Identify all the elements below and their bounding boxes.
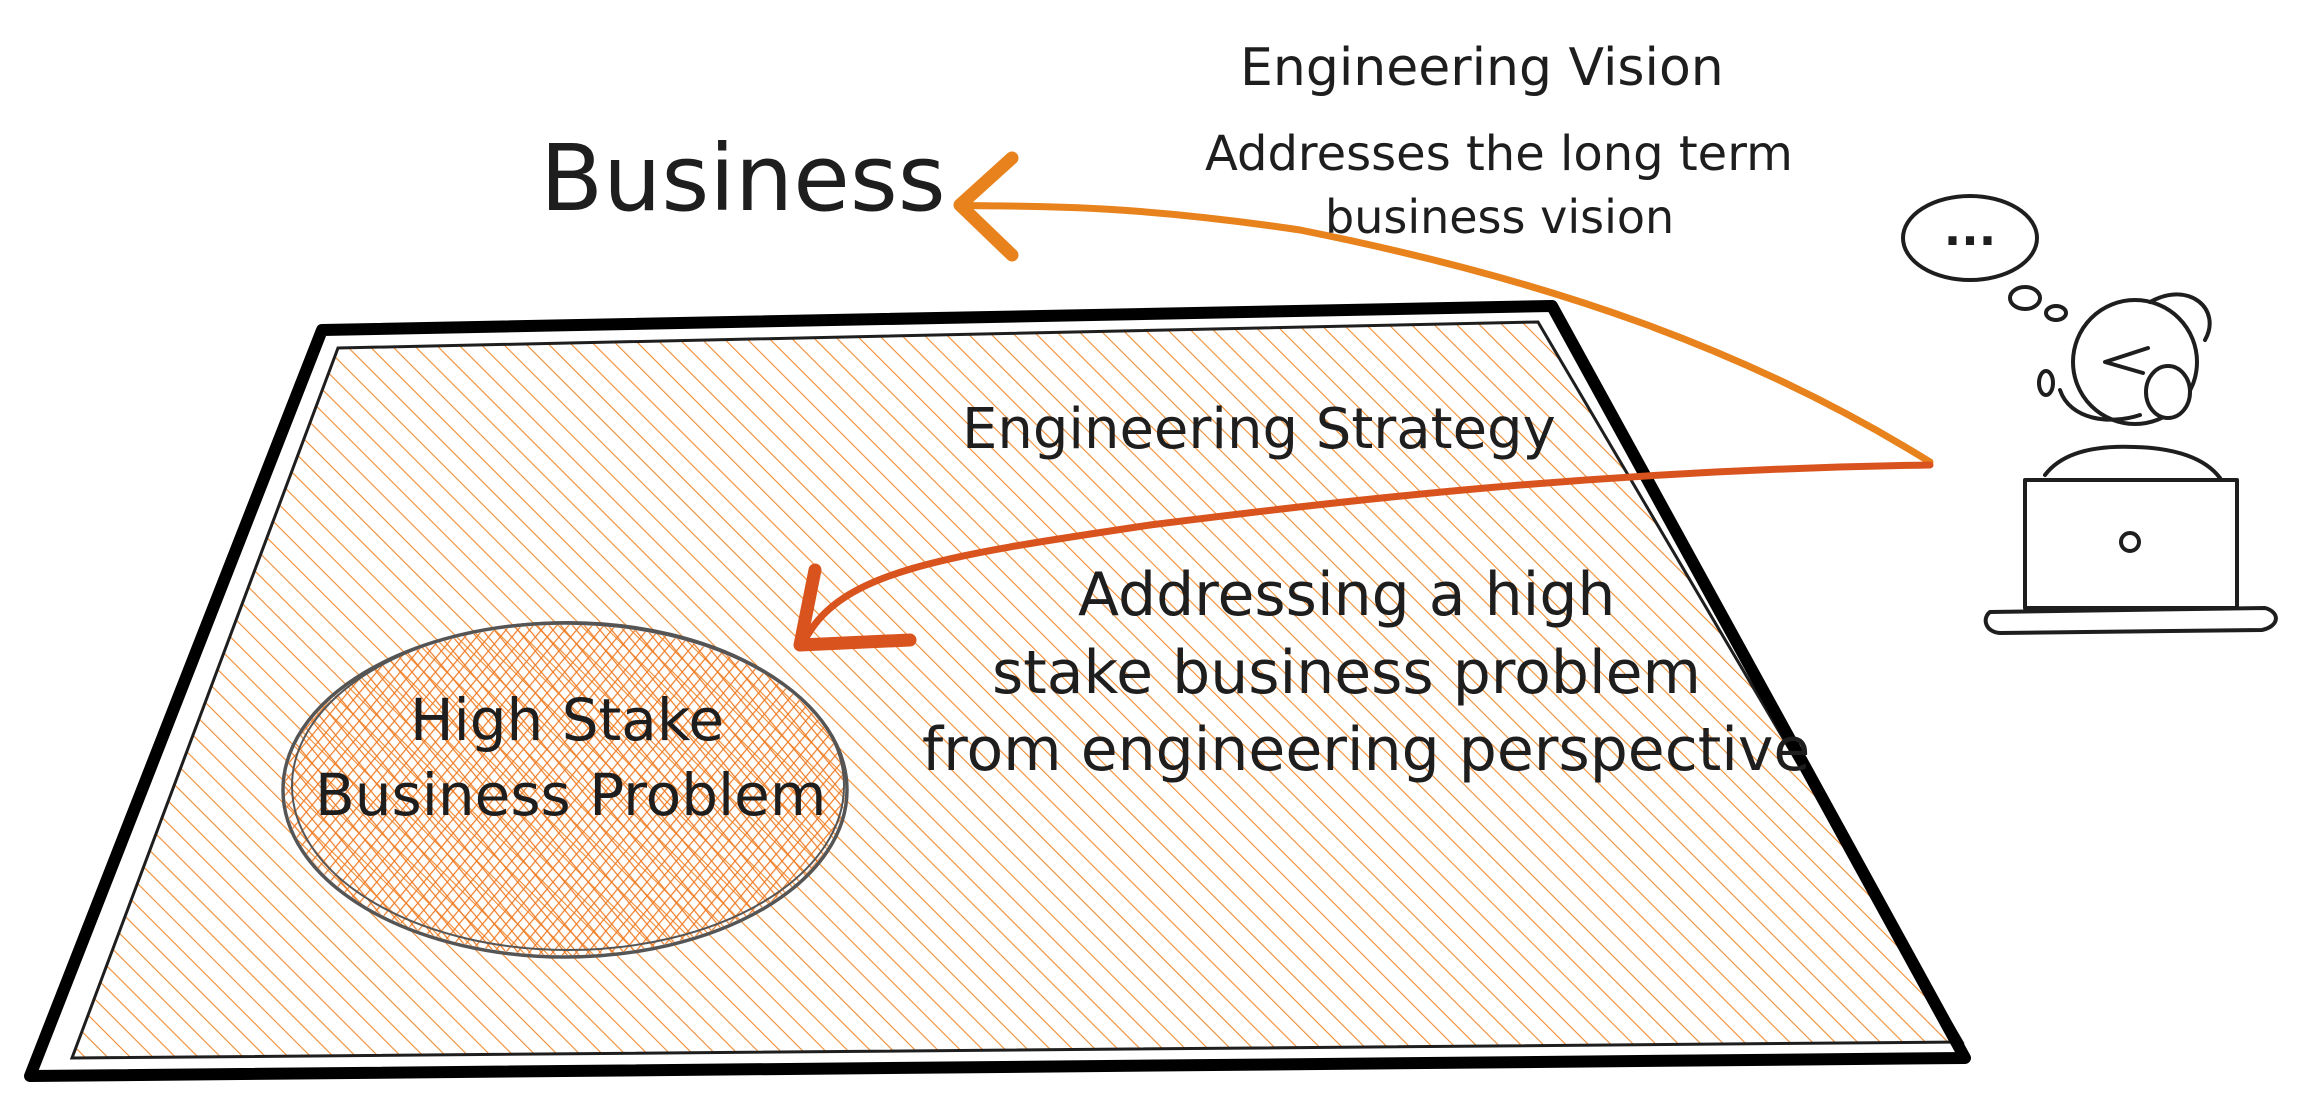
engineering-strategy-title: Engineering Strategy <box>962 397 1556 462</box>
problem-label-line2: Business Problem <box>315 761 826 829</box>
high-stake-problem <box>281 621 849 959</box>
thought-bubble-text: ... <box>1944 202 1996 256</box>
vision-arrow <box>953 151 1934 466</box>
business-label: Business <box>540 125 946 232</box>
laptop-icon <box>1983 478 2278 635</box>
strategy-arrow <box>793 461 1934 652</box>
strategy-desc-line2: stake business problem <box>992 638 1701 708</box>
engineering-vision-title: Engineering Vision <box>1240 38 1724 98</box>
strategy-desc-line1: Addressing a high <box>1078 560 1615 630</box>
engineering-vision-desc-line1: Addresses the long term <box>1205 126 1793 182</box>
thought-bubble-icon: ... <box>1901 194 2068 397</box>
strategy-desc-line3: from engineering perspective <box>922 715 1810 785</box>
engineer-person-icon <box>2043 292 2222 480</box>
problem-label-line1: High Stake <box>410 686 724 754</box>
engineering-vision-desc-line2: business vision <box>1325 190 1674 244</box>
platform-outer-border <box>24 300 1971 1082</box>
